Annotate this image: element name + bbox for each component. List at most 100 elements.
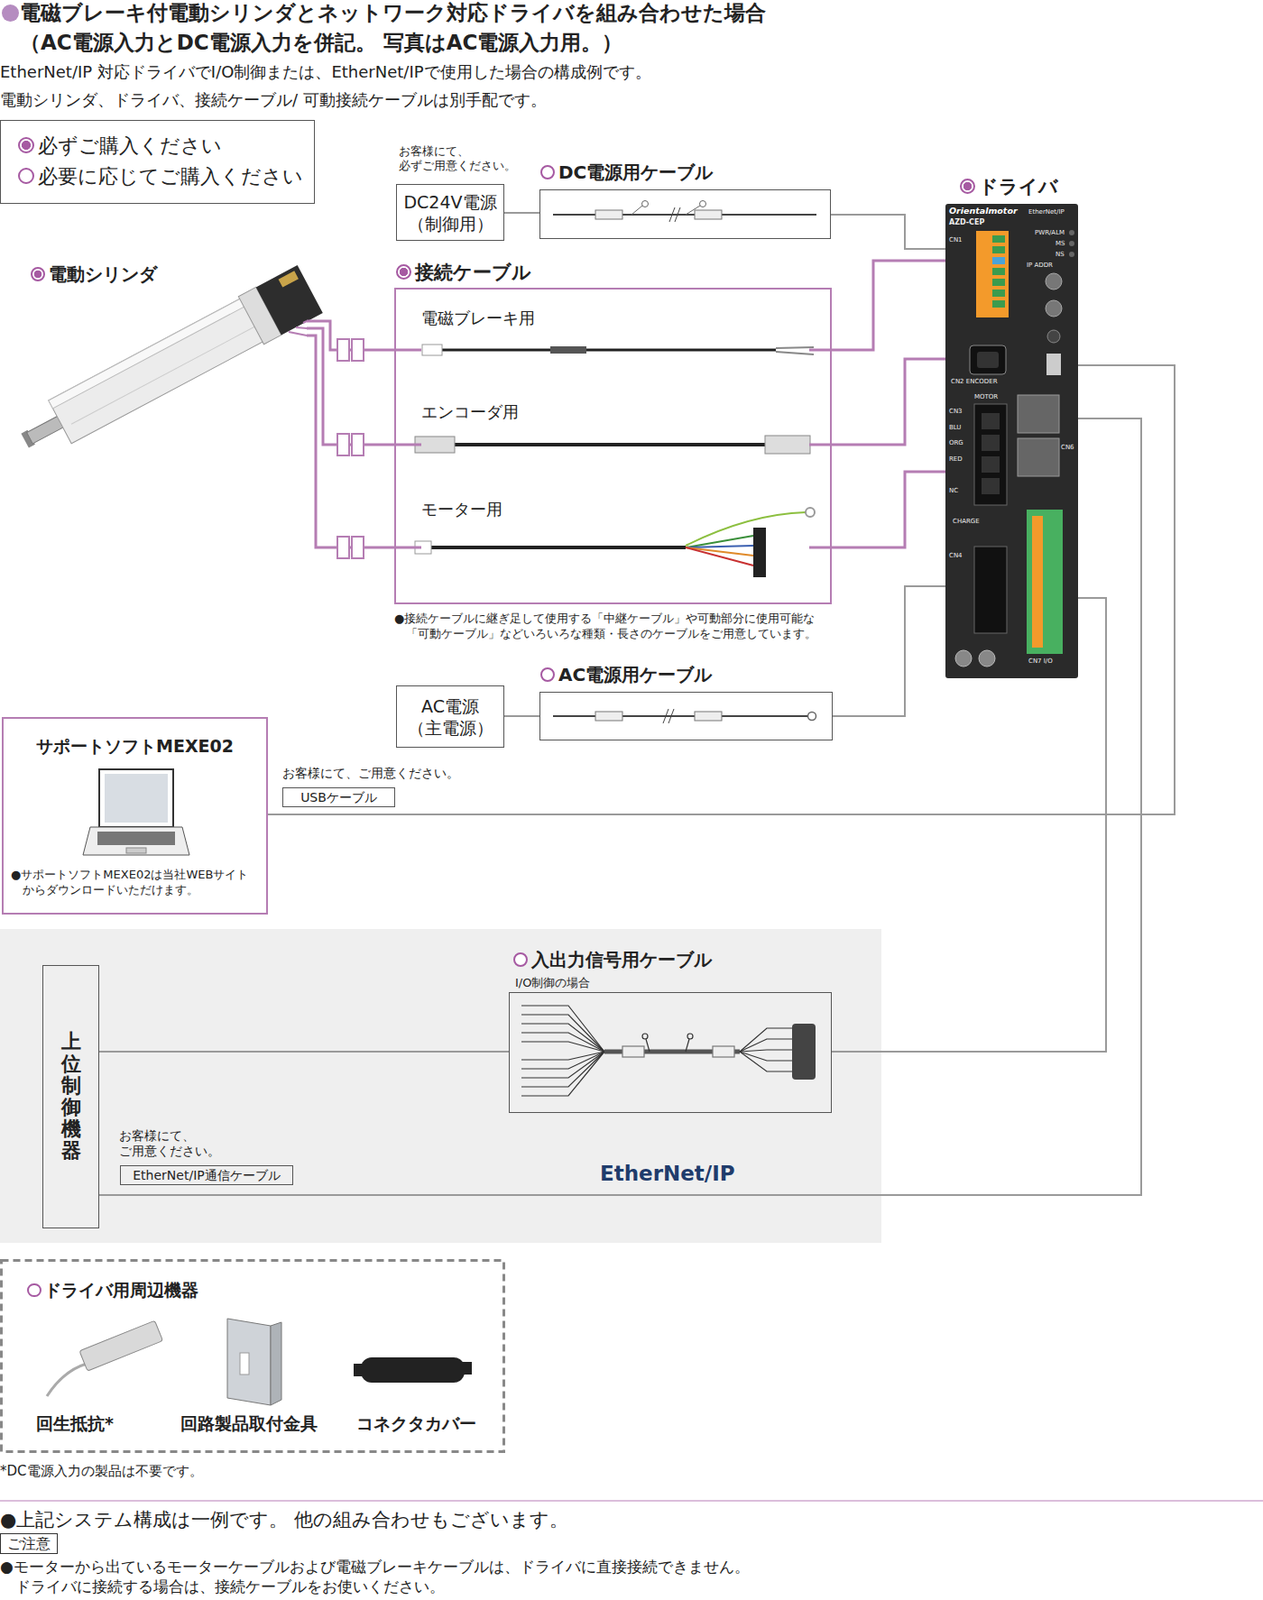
cylinder-illustration-part [278,270,299,287]
cylinder-illustration-part [48,289,262,409]
node-text: EtherNet/IP [599,1161,736,1186]
driver-illustration-part [981,434,1000,452]
driver-illustration-part [981,456,1000,473]
node-text: サポートソフトMEXE02 [3,735,267,759]
note-text: お客様にて、ご用意ください。 [282,765,460,783]
io-cable-illustration-part [739,1039,793,1052]
laptop-illustration-part [104,774,168,823]
io-cable-illustration-part [521,1051,605,1079]
driver-illustration-part [945,203,1079,679]
legend: 必ずご購入ください必要に応じてご購入ください [18,130,304,193]
optional-mark [27,1283,42,1299]
power-supply-box: AC電源 （主電源） [396,685,505,748]
panel-marking: CN3 [949,407,963,416]
cable-line [267,365,1175,815]
driver-illustration-part [1026,509,1063,655]
io-cable-illustration-part [645,1039,650,1052]
cable-line [832,586,946,717]
panel-marking: Orientalmotor [949,205,1018,217]
legend-text: 必要に応じてご購入ください [37,165,304,188]
motor-wires-part [303,321,307,323]
encoder-cable-illustration-part [765,435,811,454]
cable-box: 入出力信号用ケーブルI/O制御の場合 [508,992,832,1114]
dc-cable-illustration [553,201,817,223]
io-cable-illustration-part [521,1005,605,1052]
driver-illustration-part [1045,273,1062,290]
panel-marking: RED [949,455,963,464]
node-text: I/O制御の場合 [515,975,591,992]
node-text: 接続ケーブル [396,259,532,286]
panel-marking: NS [1055,250,1065,259]
cable-connector-symbols-part [351,536,364,559]
ac-cable-illustration-part [553,715,808,718]
io-cable-illustration-part [521,1023,605,1052]
io-cable-illustration-part [521,1051,605,1088]
title: 電磁ブレーキ付電動シリンダとネットワーク対応ドライバを組み合わせた場合 （AC電… [19,0,778,58]
panel-marking: CHARGE [952,517,980,526]
optional-mark [540,165,555,180]
cylinder-illustration [12,265,323,465]
connector-cover-illustration-part [360,1357,465,1383]
bracket-illustration-part [239,1353,249,1375]
dc-cable-illustration-part [685,205,701,215]
note-text: ●上記システム構成は一例です。 他の組み合わせもございます。 [0,1507,569,1533]
laptop-illustration-part [126,848,147,854]
cylinder-unit: 電動シリンダ [18,252,307,456]
note-text: ●モーターから出ているモーターケーブルおよび電磁ブレーキケーブルは、ドライバに直… [0,1557,812,1597]
brake-cable-illustration-part [422,344,443,356]
panel-marking: ORG [949,439,964,448]
io-cable-illustration-part [521,1051,605,1097]
brake-cable-illustration-part [550,346,587,354]
driver-illustration-part [976,230,1009,318]
io-cable-illustration-part [685,1039,690,1052]
driver-illustration-part [981,478,1000,495]
io-cable-illustration-part [521,1014,605,1052]
driver-illustration-part [1046,353,1061,376]
caution-tag: ご注意 [0,1533,58,1555]
driver-unit: ドライバ [945,203,1079,679]
cable-line [99,418,1142,1196]
motor-cable-illustration-part [429,545,686,550]
io-cable-illustration-part [792,1023,816,1080]
legend-frame [0,120,315,204]
optional-mark [18,167,35,185]
node-text: AC電源 （主電源） [400,695,500,739]
driver-illustration-part [1069,251,1075,258]
motor-cable-illustration-part [685,512,806,546]
customer-cable-box: EtherNet/IP通信ケーブル [119,1165,294,1186]
node-text: モーター用 [421,498,503,521]
note-text: *DC電源入力の製品は不要です。 [0,1463,203,1481]
note-text: お客様にて、 ご用意ください。 [119,1128,237,1160]
panel-marking: IP ADDR [1026,261,1053,270]
cylinder-illustration-part [48,289,281,444]
io-cable-illustration-part [739,1028,793,1052]
motor-cable-illustration-part [685,547,754,556]
brake-cable-illustration-part [440,349,776,352]
node-text: 電動シリンダ [30,262,157,287]
driver-illustration-part [955,650,972,667]
io-cable-illustration-part [739,1050,793,1052]
node-text: EtherNet/IP通信ケーブル [132,1167,280,1184]
cable-line [831,598,1107,1052]
connector-cover-illustration [353,1357,472,1383]
optional-mark [513,952,528,968]
panel-marking: NC [949,487,959,496]
resistor-illustration-part [46,1364,87,1397]
driver-illustration-part [1032,516,1043,648]
dc-cable-illustration-part [553,213,817,216]
io-cable-illustration-part [622,1046,645,1058]
cable-connector-symbols-part [337,433,350,456]
brake-cable-illustration [422,344,814,356]
required-mark [959,178,976,194]
customer-cable-box: USBケーブル [282,787,396,808]
power-supply-box: DC24V電源 （制御用） [396,184,505,241]
note-text: EtherNet/IP 対応ドライバでI/O制御または、EtherNet/IPで… [0,61,652,83]
laptop-illustration-part [82,827,190,856]
cylinder-illustration-part [71,326,255,425]
node-text: ご注意 [7,1535,51,1553]
io-cable-illustration-part [739,1051,793,1061]
node-text: エンコーダ用 [421,401,519,424]
driver-illustration-part [992,267,1005,276]
